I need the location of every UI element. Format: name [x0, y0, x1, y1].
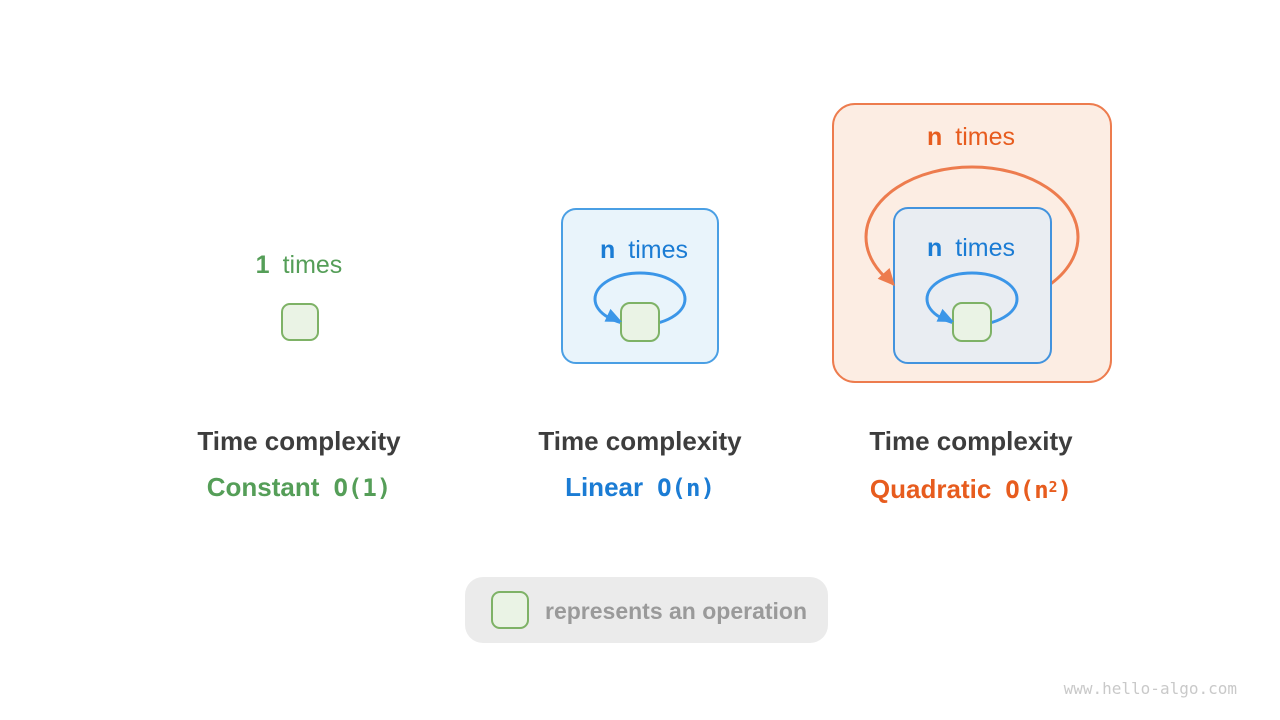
linear-loop-arrowhead: [604, 308, 622, 322]
linear-complexity-notation: O(n): [657, 474, 715, 502]
quadratic-complexity-notation: O(n2): [1005, 476, 1072, 504]
linear-complexity-name: Linear: [565, 472, 644, 502]
linear-loop-box: [561, 208, 719, 364]
quadratic-notation-exponent: 2: [1048, 478, 1058, 496]
quadratic-title: Time complexity: [869, 426, 1073, 456]
constant-count-word: times: [282, 251, 343, 279]
linear-complexity-label: Linear O(n): [490, 471, 790, 503]
quadratic-notation-post: ): [1057, 476, 1073, 504]
linear-count: n: [599, 236, 616, 264]
linear-title: Time complexity: [538, 426, 742, 456]
quadratic-complexity-name: Quadratic: [869, 474, 992, 504]
quadratic-inner-count: n: [926, 234, 943, 262]
constant-complexity-notation: O(1): [333, 474, 392, 502]
legend-operation-square: [491, 591, 529, 629]
constant-count: 1: [255, 251, 270, 279]
constant-complexity-name: Constant: [206, 472, 320, 502]
quadratic-outer-count-word: times: [955, 123, 1015, 151]
constant-title: Time complexity: [197, 426, 401, 456]
constant-loop-count-label: 1 times: [199, 249, 399, 281]
quadratic-outer-loop-arrowhead: [877, 268, 895, 286]
quadratic-inner-loop-arrowhead: [936, 308, 954, 322]
quadratic-complexity-label: Quadratic O(n2): [821, 471, 1121, 504]
quadratic-loop-diagram: [832, 103, 1112, 383]
linear-loop-diagram: [561, 208, 719, 364]
quadratic-inner-count-word: times: [955, 234, 1015, 262]
quadratic-operation-square: [952, 302, 992, 342]
quadratic-outer-count: n: [926, 123, 943, 151]
legend-text: represents an operation: [545, 598, 808, 624]
quadratic-notation-pre: O(n: [1005, 476, 1049, 504]
linear-operation-square: [620, 302, 660, 342]
constant-operation-square: [281, 303, 319, 341]
watermark: www.hello-algo.com: [1063, 679, 1237, 698]
linear-count-word: times: [628, 236, 688, 264]
constant-complexity-label: Constant O(1): [149, 471, 449, 503]
